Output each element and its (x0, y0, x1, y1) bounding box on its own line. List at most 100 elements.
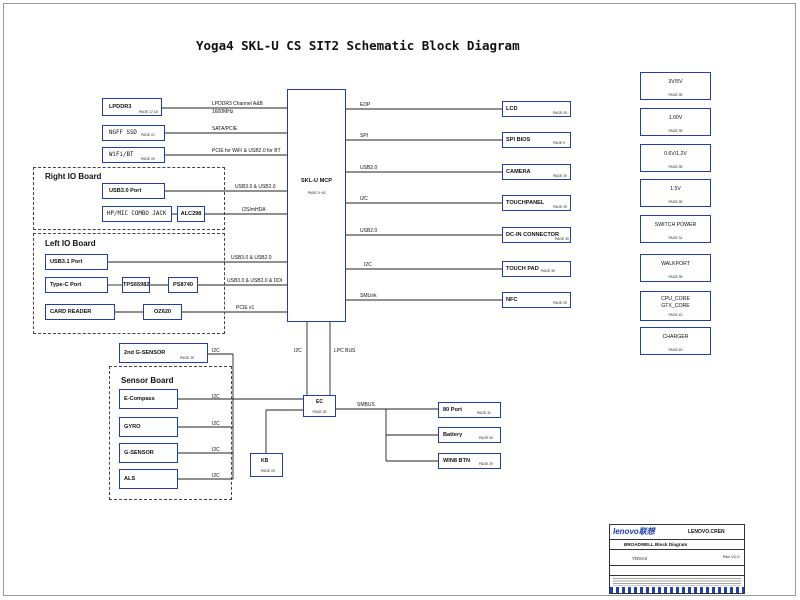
power-charger-block[interactable]: CHARGER PAGE 40 (640, 327, 711, 355)
signal-smbus: SMBUS (357, 402, 375, 408)
alc298-block[interactable]: ALC298 (177, 206, 205, 222)
power-0v6-1v2-label: 0.6V/1.2V (664, 151, 687, 157)
signal-i2s-mhda: I2S/mHDA (242, 207, 266, 213)
als-block[interactable]: ALS (119, 469, 178, 489)
oz620-label: OZ620 (153, 309, 172, 315)
usb30-port-block[interactable]: USB3.0 Port (102, 183, 165, 199)
power-walkport-page: PAGE 39 (668, 275, 683, 279)
title-block-rev: Rev V1.0 (723, 554, 740, 559)
touch-pad-page: PAGE 30 (541, 269, 555, 273)
nfc-block[interactable]: NFC PAGE 29 (502, 292, 571, 308)
cpu-block[interactable]: SKL-U MCP PAGE 3~16 (287, 89, 346, 322)
touchpanel-label: TOUCHPANEL (506, 200, 545, 206)
gsensor2-page: PAGE 29 (180, 356, 194, 360)
wifi-bt-page: PAGE 20 (141, 157, 155, 161)
power-cpu-core-label: CPU_CORE (661, 296, 690, 302)
typec-port-block[interactable]: Type-C Port (45, 277, 108, 293)
ngff-ssd-block[interactable]: NGFF SSD PAGE 21 (102, 125, 165, 141)
sensor-board-title: Sensor Board (121, 376, 174, 385)
signal-usb20-dcin: USB2.0 (360, 228, 378, 234)
ecompass-block[interactable]: E-Compass (119, 389, 178, 409)
camera-block[interactable]: CAMERA PAGE 29 (502, 164, 571, 180)
signal-i2c-touchpad: I2C (364, 262, 372, 268)
title-block-rule-2 (610, 549, 744, 550)
right-io-board-group (33, 167, 225, 230)
alc298-label: ALC298 (180, 211, 202, 217)
camera-label: CAMERA (506, 169, 531, 175)
als-label: ALS (124, 476, 136, 482)
touchpanel-block[interactable]: TOUCHPANEL PAGE 29 (502, 195, 571, 211)
nfc-label: NFC (506, 297, 518, 303)
power-charger-page: PAGE 40 (668, 348, 683, 352)
title-block-footer-bar (610, 587, 744, 593)
power-charger-label: CHARGER (662, 334, 689, 340)
power-1v00-label: 1.00V (668, 115, 683, 121)
battery-block[interactable]: Battery PAGE 33 (438, 427, 501, 443)
usb30-port-label: USB3.0 Port (109, 188, 142, 194)
ps8740-label: PS8740 (173, 282, 193, 288)
ec-block[interactable]: EC PAGE 25 (303, 395, 336, 417)
lpddr3-block[interactable]: LPDDR3 PAGE 17,18 (102, 98, 162, 116)
ngff-ssd-page: PAGE 21 (141, 133, 155, 137)
kb-block[interactable]: KB PAGE 23 (250, 453, 283, 477)
power-1v5-label: 1.5V (670, 186, 681, 192)
lcd-label: LCD (506, 106, 518, 112)
signal-i2c-gsensor: I2C (212, 447, 220, 453)
ec-page: PAGE 25 (312, 410, 327, 414)
power-cpu-core-page: PAGE 42 (668, 313, 683, 317)
win8-btn-page: PAGE 29 (479, 462, 493, 466)
gsensor2-block[interactable]: 2nd G-SENSOR PAGE 29 (119, 343, 208, 363)
power-0v6-1v2-page: PAGE 39 (668, 165, 683, 169)
signal-i2c-als: I2C (212, 473, 220, 479)
power-0v6-1v2-block[interactable]: 0.6V/1.2V PAGE 39 (640, 144, 711, 172)
signal-usb3-usb2-ddi: USB3.0 & USB2.0 & DDI (227, 278, 283, 284)
signal-usb20-camera: USB2.0 (360, 165, 378, 171)
usb31-port-block[interactable]: USB3.1 Port (45, 254, 108, 270)
title-block-rule-1 (610, 539, 744, 540)
signal-pcie-wifi: PCIE for WiFi & USB2.0 for BT (212, 148, 281, 154)
tps65982-block[interactable]: TPS65982 (122, 277, 150, 293)
power-3v5v-block[interactable]: 3V/5V PAGE 39 (640, 72, 711, 100)
power-cpu-core-block[interactable]: CPU_CORE GTX_CORE PAGE 42 (640, 291, 711, 321)
signal-lpddr3-channel: LPDDR3 Channel A&B (212, 101, 263, 107)
oz620-block[interactable]: OZ620 (143, 304, 182, 320)
sensor-board-group (109, 366, 232, 500)
signal-i2c-touchpanel: I2C (360, 196, 368, 202)
port80-block[interactable]: 80 Port PAGE 31 (438, 402, 501, 418)
kb-page: PAGE 23 (261, 469, 275, 473)
dc-in-connector-label: DC-IN CONNECTOR (506, 232, 560, 238)
power-walkport-block[interactable]: WALKPORT PAGE 39 (640, 254, 711, 282)
lpddr3-page: PAGE 17,18 (139, 110, 158, 114)
combo-jack-block[interactable]: HP/MIC COMBO JACK (102, 206, 172, 222)
right-io-board-title: Right IO Board (45, 172, 102, 181)
win8-btn-block[interactable]: WIN8 BTN PAGE 29 (438, 453, 501, 469)
lpddr3-label: LPDDR3 (109, 104, 132, 110)
wifi-bt-label: WiFi/BT (109, 152, 134, 158)
wifi-bt-block[interactable]: WiFi/BT PAGE 20 (102, 147, 165, 163)
gsensor-block[interactable]: G-SENSOR (119, 443, 178, 463)
title-block-title: BROADWELL Block Diagram (624, 542, 688, 547)
signal-i2c-gyro: I2C (212, 421, 220, 427)
camera-page: PAGE 29 (553, 174, 567, 178)
power-1v00-block[interactable]: 1.00V PAGE 39 (640, 108, 711, 136)
dc-in-connector-block[interactable]: DC-IN CONNECTOR PAGE 30 (502, 227, 571, 243)
power-1v5-block[interactable]: 1.5V PAGE 39 (640, 179, 711, 207)
cpu-page: PAGE 3~16 (307, 191, 326, 195)
signal-edp: EDP (360, 102, 371, 108)
win8-btn-label: WIN8 BTN (443, 458, 471, 464)
ngff-ssd-label: NGFF SSD (109, 130, 137, 136)
port80-page: PAGE 31 (477, 411, 491, 415)
ps8740-block[interactable]: PS8740 (168, 277, 198, 293)
power-switch-block[interactable]: SWITCH POWER PAGE 31 (640, 215, 711, 243)
dc-in-connector-page: PAGE 30 (555, 237, 569, 241)
left-io-board-title: Left IO Board (45, 239, 96, 248)
title-block-notes (613, 578, 741, 586)
gyro-block[interactable]: GYRO (119, 417, 178, 437)
power-switch-label: SWITCH POWER (654, 222, 697, 228)
lcd-block[interactable]: LCD PAGE 29 (502, 101, 571, 117)
spi-bios-block[interactable]: SPI BIOS PAGE 9 (502, 132, 571, 148)
touch-pad-block[interactable]: TOUCH PAD PAGE 30 (502, 261, 571, 277)
port80-label: 80 Port (443, 407, 462, 413)
card-reader-block[interactable]: CARD READER (45, 304, 115, 320)
signal-pcie-x1: PCIE x1 (236, 305, 255, 311)
